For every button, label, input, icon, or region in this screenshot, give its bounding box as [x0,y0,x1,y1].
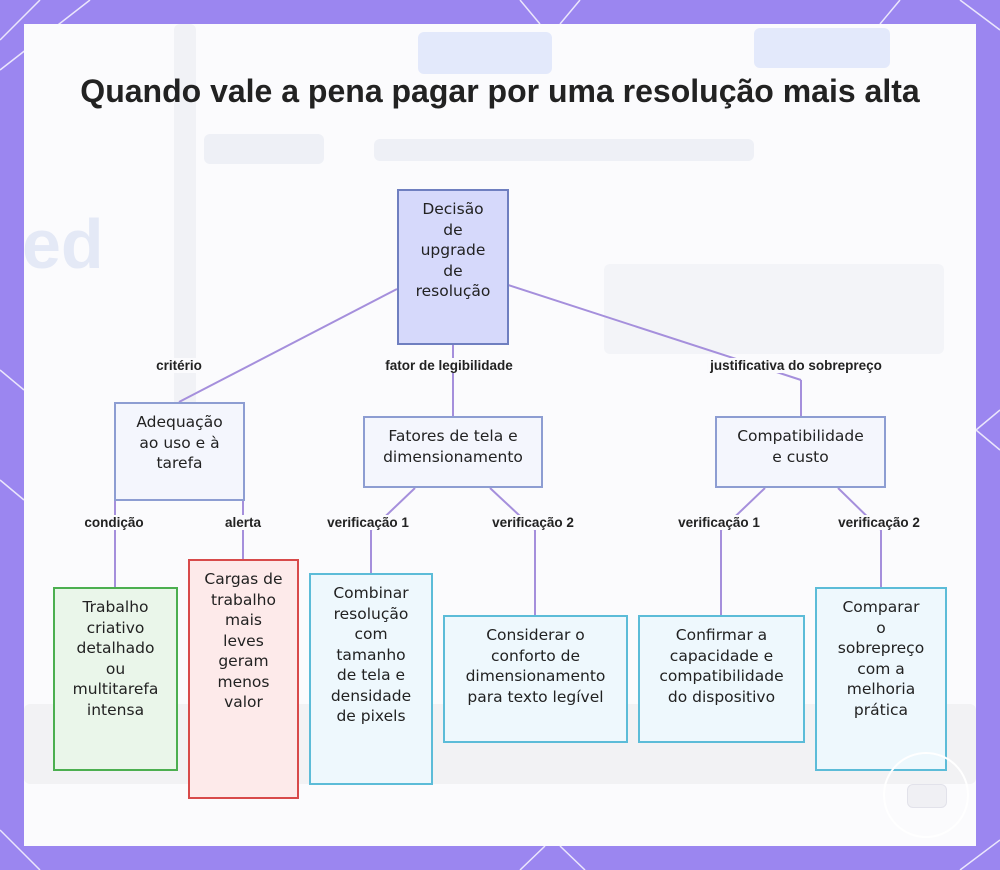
edge-label-condicao: condição [81,515,147,530]
edge-label-verificacao-2: verificação 2 [489,515,577,530]
edge-label-justificativa: justificativa do sobrepreço [707,358,885,373]
corner-badge-icon [883,752,969,838]
node-confirmar-capacidade: Confirmar a capacidade e compatibilidade… [638,615,805,743]
node-combinar-resolucao: Combinar resolução com tamanho de tela e… [309,573,433,785]
node-comparar-sobrepreco: Comparar o sobrepreço com a melhoria prá… [815,587,947,771]
background-ghost-shape [754,28,890,68]
background-ghost-shape [374,139,754,161]
background-ghost-shape [174,24,196,424]
background-ghost-shape [604,264,944,354]
edge-label-criterio: critério [153,358,205,373]
node-adequacao: Adequação ao uso e à tarefa [114,402,245,501]
node-trabalho-criativo: Trabalho criativo detalhado ou multitare… [53,587,178,771]
node-cargas-leves: Cargas de trabalho mais leves geram meno… [188,559,299,799]
node-fatores-tela: Fatores de tela e dimensionamento [363,416,543,488]
background-ghost-shape [418,32,552,74]
edge-label-verificacao-1: verificação 1 [324,515,412,530]
edge-label-verificacao-2: verificação 2 [835,515,923,530]
background-ghost-shape [204,134,324,164]
node-compatibilidade-custo: Compatibilidade e custo [715,416,886,488]
background-ghost-text: ed [24,205,104,283]
node-decisao-upgrade: Decisão de upgrade de resolução [397,189,509,345]
edge-label-verificacao-1: verificação 1 [675,515,763,530]
edge-label-fator-legibilidade: fator de legibilidade [382,358,516,373]
diagram-title: Quando vale a pena pagar por uma resoluç… [80,73,920,109]
node-considerar-conforto: Considerar o conforto de dimensionamento… [443,615,628,743]
edge-label-alerta: alerta [221,515,265,530]
